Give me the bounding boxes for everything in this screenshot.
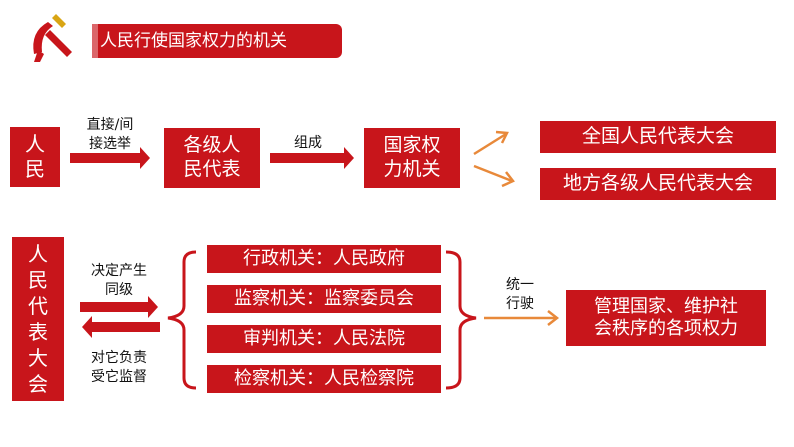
election-arrow <box>70 147 150 169</box>
unified-label: 统一 行驶 <box>506 277 534 312</box>
deputies-box: 各级人 民代表 <box>164 128 260 188</box>
compose-label: 组成 <box>294 135 322 151</box>
party-emblem-icon <box>20 10 86 66</box>
branch-arrow-up <box>473 130 509 156</box>
header-bar <box>92 24 342 58</box>
left-brace <box>167 250 197 390</box>
unified-arrow <box>484 310 560 326</box>
responsible-arrow <box>82 316 160 338</box>
page-title: 人民行使国家权力的机关 <box>100 31 287 51</box>
congress-vertical-box: 人 民 代 表 大 会 <box>12 237 64 401</box>
state-organs-box: 国家权 力机关 <box>364 128 460 188</box>
responsible-label: 对它负责 受它监督 <box>91 350 147 385</box>
election-label: 直接/间 接选举 <box>86 117 134 152</box>
branch-arrow-down <box>473 164 515 188</box>
local-congress-box: 地方各级人民代表大会 <box>540 168 776 200</box>
national-congress-box: 全国人民代表大会 <box>540 121 776 153</box>
executive-organ-box: 行政机关：人民政府 <box>207 245 441 273</box>
procuratorial-organ-box: 检察机关：人民检察院 <box>207 365 441 393</box>
compose-arrow <box>270 147 354 169</box>
supervisory-organ-box: 监察机关：监察委员会 <box>207 285 441 313</box>
right-brace <box>445 250 477 390</box>
result-box: 管理国家、维护社 会秩序的各项权力 <box>566 290 766 346</box>
produce-arrow <box>80 296 158 318</box>
produce-label: 决定产生 同级 <box>91 263 147 298</box>
people-box: 人 民 <box>10 127 60 187</box>
judicial-organ-box: 审判机关：人民法院 <box>207 325 441 353</box>
